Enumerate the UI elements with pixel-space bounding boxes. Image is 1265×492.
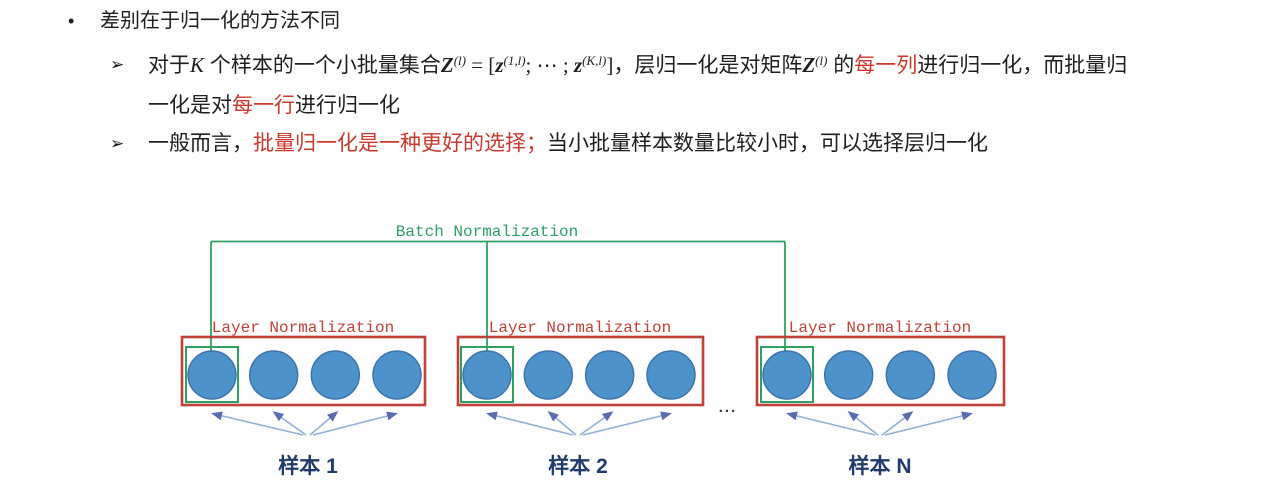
text-segment: 每一行 — [232, 94, 295, 117]
sub-bullet-block: ➢ 对于K 个样本的一个小批量集合Z(l) = [z(1,l); ⋯ ; z(K… — [110, 46, 1140, 163]
arrow-bullet-icon: ➢ — [110, 55, 125, 74]
sample-label-1: 样本 1 — [278, 454, 338, 478]
text-segment: 每一列 — [854, 54, 918, 77]
main-bullet: • 差别在于归一化的方法不同 — [68, 7, 340, 35]
sample-arrow — [881, 411, 914, 436]
sample-group-2: Layer Normalization 样本 2 — [456, 319, 705, 478]
batch-norm-highlight-box — [760, 346, 814, 403]
sample-arrow — [309, 411, 339, 436]
text-segment: z — [573, 53, 583, 77]
sample-arrow — [847, 411, 879, 436]
layer-norm-box — [456, 335, 705, 407]
text-segment: 一般而言， — [148, 132, 253, 155]
layer-norm-box — [755, 335, 1006, 407]
arrow-bullet-icon: ➢ — [110, 134, 125, 153]
text-segment: 的 — [827, 54, 855, 77]
normalization-diagram: Batch Normalization Layer Normalization … — [180, 223, 1006, 478]
sample-arrow — [547, 411, 577, 436]
neuron-circle — [523, 350, 574, 400]
neuron-circle — [584, 350, 635, 400]
text-segment: ; ⋯ ; — [525, 53, 574, 77]
neuron-circle — [947, 350, 997, 400]
neuron-circle — [462, 350, 512, 400]
layer-norm-box — [180, 335, 427, 407]
layer-normalization-label: Layer Normalization — [789, 319, 971, 337]
text-segment: 个样本的一个小批量集合 — [204, 54, 441, 77]
text-segment: = [ — [465, 53, 496, 77]
text-segment: 批量归一化是一种更好的选择； — [253, 132, 547, 155]
text-segment: (K,l) — [582, 53, 607, 68]
sub-bullet-1-text: 对于K 个样本的一个小批量集合Z(l) = [z(1,l); ⋯ ; z(K,l… — [148, 46, 1138, 125]
text-segment: (l) — [453, 53, 466, 68]
neuron-circle — [646, 350, 696, 400]
neuron-circle — [248, 350, 299, 400]
main-bullet-text: 差别在于归一化的方法不同 — [100, 10, 340, 32]
sample-arrow — [884, 411, 973, 436]
bullet-dot: • — [68, 11, 75, 31]
text-segment: (l) — [815, 53, 828, 68]
sample-group-1: Layer Normalization 样本 1 — [180, 319, 427, 478]
text-segment: 当小批量样本数量比较小时，可以选择层归一化 — [547, 132, 988, 155]
sample-arrow — [272, 411, 307, 436]
layer-normalization-label: Layer Normalization — [212, 319, 394, 337]
sample-arrow — [312, 411, 398, 436]
sub-bullet-1: ➢ 对于K 个样本的一个小批量集合Z(l) = [z(1,l); ⋯ ; z(K… — [110, 46, 1140, 125]
batch-normalization-label: Batch Normalization — [396, 223, 578, 241]
text-segment: (1,l) — [503, 53, 526, 68]
sub-bullet-2: ➢ 一般而言，批量归一化是一种更好的选择；当小批量样本数量比较小时，可以选择层归… — [110, 125, 1140, 163]
sample-arrow — [582, 411, 672, 436]
ellipsis-label: ... — [719, 399, 738, 416]
batch-norm-highlight-box — [185, 346, 239, 403]
sample-arrow — [486, 411, 574, 436]
text-segment: ] — [606, 53, 614, 77]
text-segment: 进行归一化，而批量归一化是对 — [148, 54, 1128, 117]
neuron-circle — [310, 350, 361, 400]
text-segment: 进行归一化 — [295, 94, 400, 117]
sample-arrow — [786, 411, 876, 436]
sample-label-2: 样本 2 — [548, 454, 608, 478]
neuron-circle — [187, 350, 237, 400]
text-segment: 对于 — [148, 54, 190, 77]
neuron-circle — [762, 350, 812, 400]
neuron-circle — [885, 350, 936, 400]
batch-norm-highlight-box — [460, 346, 514, 403]
sample-group-3: Layer Normalization 样本 N — [755, 319, 1006, 478]
text-segment: K — [190, 53, 205, 77]
text-segment: Z — [802, 53, 816, 77]
sample-arrow — [211, 411, 304, 436]
layer-normalization-label: Layer Normalization — [489, 319, 671, 337]
sample-label-n: 样本 N — [849, 454, 912, 478]
text-segment: z — [495, 53, 504, 77]
text-segment: Z — [440, 53, 454, 77]
sub-bullet-2-text: 一般而言，批量归一化是一种更好的选择；当小批量样本数量比较小时，可以选择层归一化 — [148, 125, 1138, 163]
text-segment: ，层归一化是对矩阵 — [613, 54, 803, 77]
sample-arrow — [579, 411, 614, 436]
neuron-circle — [372, 350, 422, 400]
neuron-circle — [823, 350, 874, 400]
